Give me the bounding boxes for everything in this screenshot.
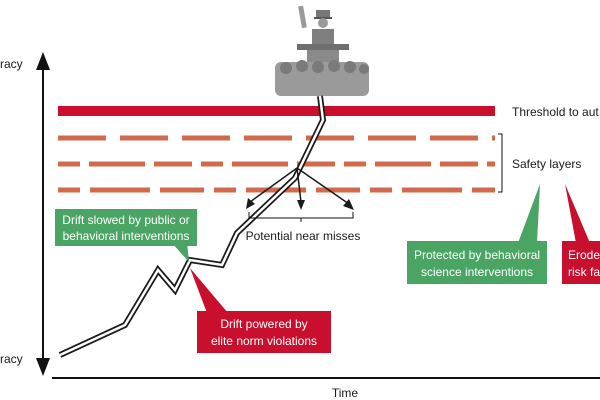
callout-eroded: Erode risk fa xyxy=(562,184,600,284)
callout-drift-slowed: Drift slowed by public or behavioral int… xyxy=(55,209,197,262)
near-misses-label: Potential near misses xyxy=(246,229,361,243)
near-miss-arrows xyxy=(246,167,354,210)
callout-protected-line-1: Protected by behavioral xyxy=(414,248,540,262)
y-axis-down-arrow-icon xyxy=(36,358,50,376)
threshold-label: Threshold to aut xyxy=(512,105,599,119)
callout-protected-line-2: science interventions xyxy=(421,265,533,279)
near-misses-bracket xyxy=(248,212,354,222)
callout-drift-slowed-line-2: behavioral interventions xyxy=(63,229,190,243)
drift-path xyxy=(58,95,327,358)
callout-eroded-line-1: Erode xyxy=(568,248,600,262)
callout-protected: Protected by behavioral science interven… xyxy=(407,184,547,284)
callout-drift-powered-line-1: Drift powered by xyxy=(220,317,307,331)
x-axis-label: Time xyxy=(332,386,359,400)
speaker-at-podium-icon xyxy=(275,5,369,96)
y-axis-bottom-label: racy xyxy=(0,352,23,366)
callout-eroded-line-2: risk fa xyxy=(568,265,600,279)
y-axis-up-arrow-icon xyxy=(36,52,50,70)
threshold-bar xyxy=(58,106,495,116)
safety-layers-bracket xyxy=(498,133,503,193)
callout-drift-slowed-line-1: Drift slowed by public or xyxy=(62,213,189,227)
safety-layers-label: Safety layers xyxy=(512,157,581,171)
y-axis-top-label: racy xyxy=(0,57,23,71)
safety-layers xyxy=(58,135,495,193)
y-axis xyxy=(36,52,50,376)
callout-drift-powered-line-2: elite norm violations xyxy=(211,334,317,348)
callout-drift-powered: Drift powered by elite norm violations xyxy=(190,268,331,353)
